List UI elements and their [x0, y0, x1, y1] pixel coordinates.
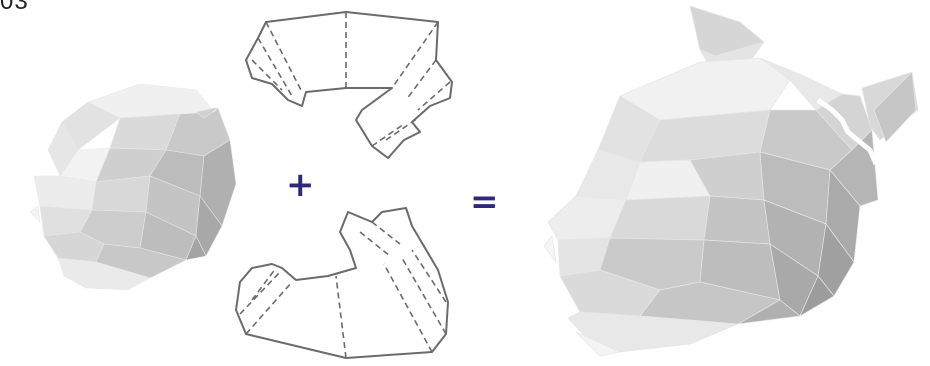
papercraft-figure: 03 — [0, 0, 930, 366]
large-lowpoly-head — [0, 0, 930, 366]
